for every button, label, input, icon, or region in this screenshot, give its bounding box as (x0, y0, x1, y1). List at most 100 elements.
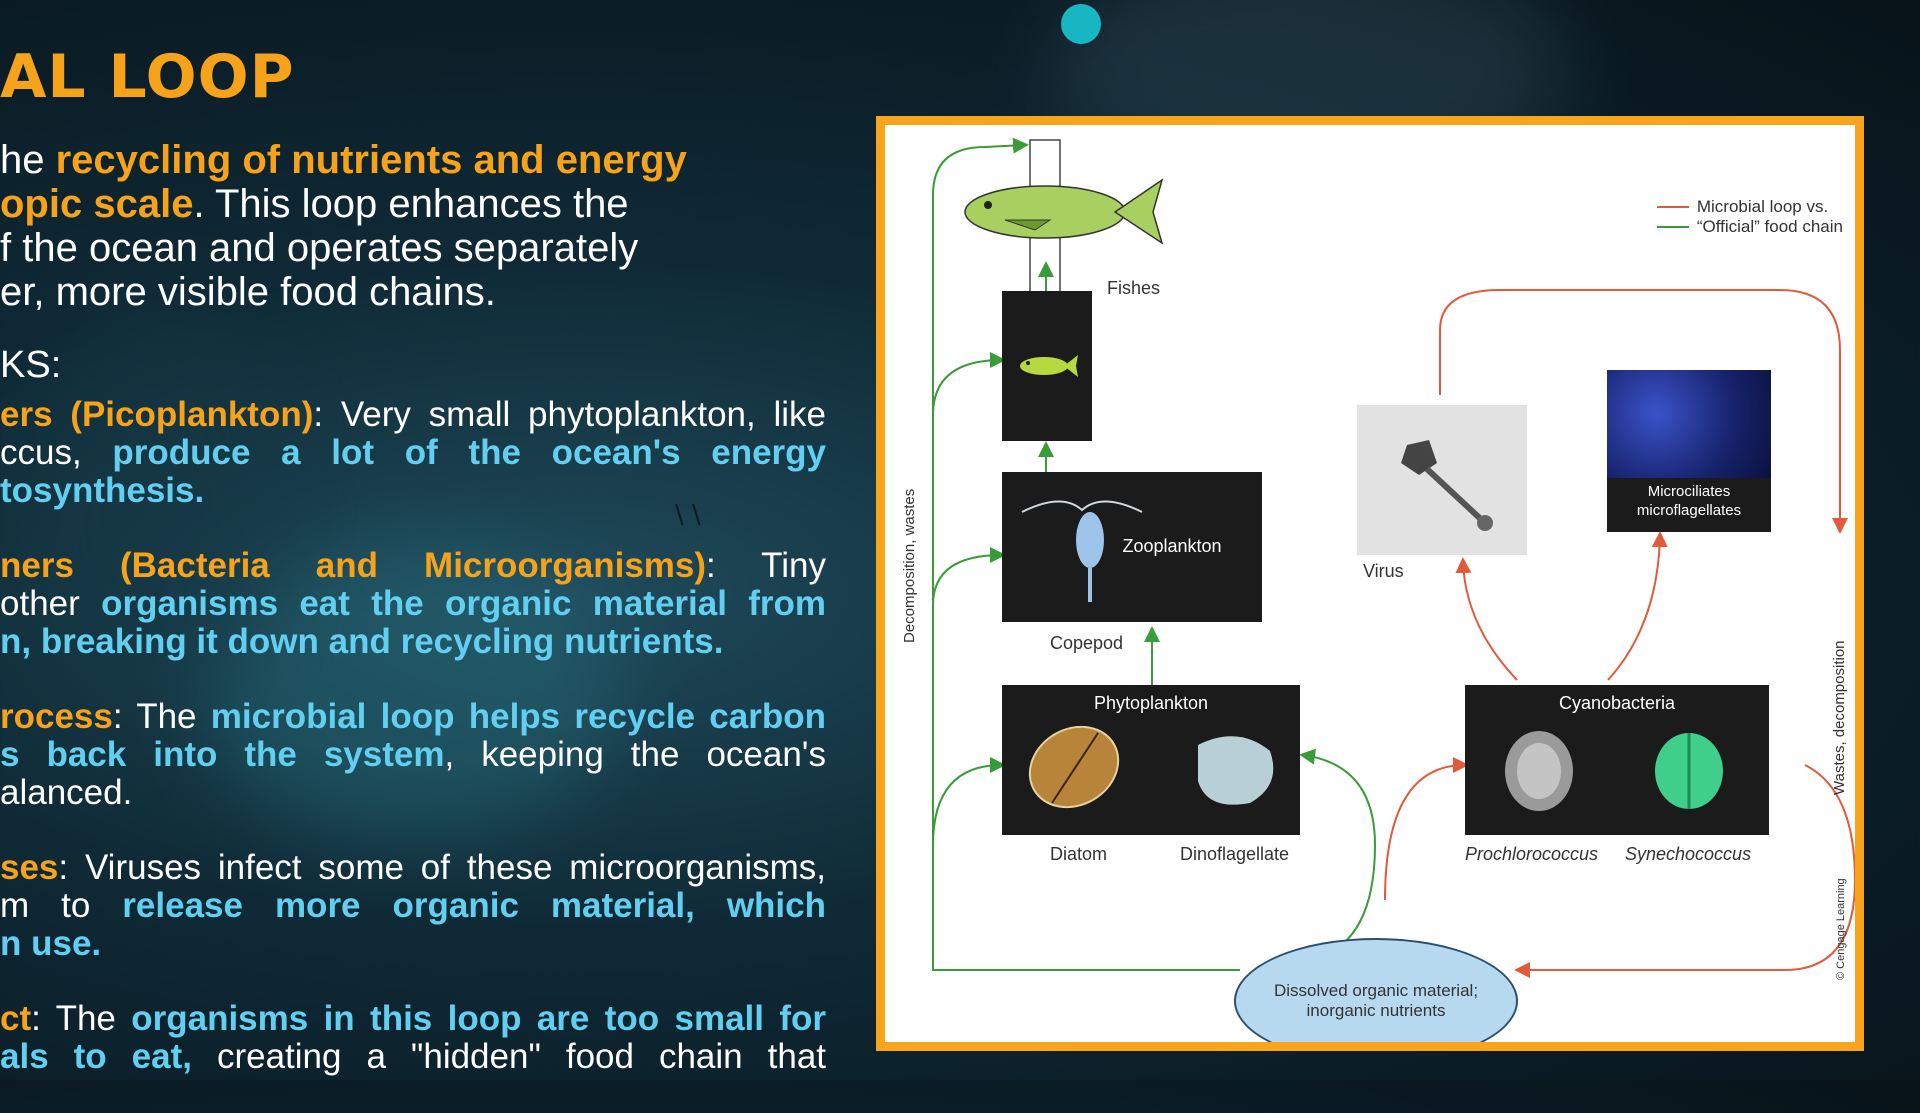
bullet-line: tosynthesis. (0, 472, 826, 510)
synechococcus-label: Synechococcus (1625, 844, 1752, 864)
bullet-line: als to eat, creating a "hidden" food cha… (0, 1038, 826, 1076)
zooplankton-panel: Zooplankton (1002, 472, 1262, 622)
cyanobacteria-panel: Cyanobacteria (1465, 685, 1769, 835)
highlight-cyan: produce a lot of the ocean's energy (112, 434, 826, 472)
diatom-label: Diatom (1050, 844, 1108, 864)
highlight-cyan: tosynthesis. (0, 472, 205, 510)
highlight-cyan: release more organic material, which (122, 887, 826, 925)
intro-line: er, more visible food chains. (0, 270, 745, 314)
text-span: : The (112, 698, 211, 736)
highlight-cyan: n use. (0, 925, 102, 963)
fishes-panel (1002, 291, 1092, 441)
microflagellates-label: microflagellates (1636, 502, 1742, 519)
diatom-dinoflagellate-icons (1028, 725, 1274, 809)
diagram-legend: Microbial loop vs. “Official” food chain (1656, 197, 1843, 237)
bullet-line: ners (Bacteria and Microorganisms): Tiny (0, 547, 826, 585)
intro-line: he recycling of nutrients and energy (0, 138, 745, 182)
bullet-item: ses: Viruses infect some of these microo… (0, 849, 826, 963)
highlight-cyan: microbial loop helps recycle carbon (210, 698, 826, 736)
text-span: other (0, 585, 102, 623)
background-glow (30, 300, 290, 720)
text-span: f the ocean and operates separately (0, 226, 639, 270)
fish-illustration (964, 178, 1164, 245)
right-axis-label: Wastes, decomposition (1831, 640, 1848, 795)
phytoplankton-panel: Phytoplankton (1002, 685, 1300, 835)
virus-panel (1357, 405, 1527, 555)
dissolved-line-2: inorganic nutrients (1306, 1001, 1446, 1020)
virus-icon (1401, 440, 1493, 531)
dinoflagellate-label: Dinoflagellate (1180, 844, 1290, 864)
copepod-label: Copepod (1050, 633, 1124, 653)
text-span: creating a "hidden" food chain that (191, 1038, 826, 1076)
virus-label: Virus (1363, 561, 1404, 581)
bullet-line: s back into the system, keeping the ocea… (0, 736, 826, 774)
bullet-item: ct: The organisms in this loop are too s… (0, 1000, 826, 1076)
cyanobacteria-icons (1505, 731, 1723, 811)
highlight-orange: opic scale (0, 182, 194, 226)
phytoplankton-label: Phytoplankton (1093, 693, 1209, 713)
legend-red-line (1656, 206, 1689, 208)
highlight-cyan: n, breaking it down and recycling nutrie… (0, 623, 724, 661)
zooplankton-label: Zooplankton (1122, 536, 1222, 556)
highlight-cyan: s back into the system (0, 736, 445, 774)
microciliates-image (1607, 370, 1771, 478)
diagram-arrows (932, 137, 1855, 978)
text-span: ccus, (0, 434, 113, 472)
fishes-label: Fishes (1107, 278, 1161, 298)
text-span: : The (31, 1000, 132, 1038)
bullet-line: n use. (0, 925, 826, 963)
bullet-line: other organisms eat the organic material… (0, 585, 826, 623)
bullet-line: ct: The organisms in this loop are too s… (0, 1000, 826, 1038)
text-span: he (0, 138, 56, 182)
microciliates-label: Microciliates (1647, 483, 1731, 500)
intro-line: opic scale. This loop enhances the (0, 182, 745, 226)
highlight-orange: ses (0, 849, 59, 887)
highlight-orange: rocess (0, 698, 113, 736)
bullet-line: ccus, produce a lot of the ocean's energ… (0, 434, 826, 472)
text-span: , keeping the ocean's (444, 736, 826, 774)
legend-green-label: “Official” food chain (1696, 217, 1843, 236)
bullet-line: n, breaking it down and recycling nutrie… (0, 623, 826, 661)
decorative-dot (1061, 4, 1101, 44)
highlight-orange: recycling of nutrients and energy (55, 138, 687, 182)
text-span: er, more visible food chains. (0, 270, 496, 314)
legend-green-line (1656, 226, 1689, 228)
bullet-list: ers (Picoplankton): Very small phytoplan… (0, 396, 826, 1113)
pen-stroke-mark: \ \ (675, 500, 701, 530)
bullet-item: rocess: The microbial loop helps recycle… (0, 698, 826, 812)
highlight-cyan: organisms in this loop are too small for (131, 1000, 826, 1038)
bullet-line: rocess: The microbial loop helps recycle… (0, 698, 826, 736)
bullet-line: ers (Picoplankton): Very small phytoplan… (0, 396, 826, 434)
microbial-loop-diagram: Microbial loop vs. “Official” food chain… (885, 125, 1855, 1042)
highlight-orange: ers (Picoplankton) (0, 396, 314, 434)
text-span: . This loop enhances the (193, 182, 629, 226)
highlight-cyan: organisms eat the organic material from (101, 585, 826, 623)
bullet-item: ners (Bacteria and Microorganisms): Tiny… (0, 547, 826, 661)
dissolved-nutrients-node: Dissolved organic material; inorganic nu… (1234, 938, 1518, 1042)
bullet-item: ers (Picoplankton): Very small phytoplan… (0, 396, 826, 510)
small-fish-icon (1020, 355, 1078, 377)
bullet-line: alanced. (0, 774, 826, 812)
legend-red-label: Microbial loop vs. (1696, 197, 1829, 216)
text-span: : Viruses infect some of these microorga… (58, 849, 826, 887)
microciliates-panel: Microciliates microflagellates (1607, 370, 1771, 532)
intro-line: f the ocean and operates separately (0, 226, 745, 270)
section-label: KS: (0, 344, 62, 386)
cyanobacteria-label: Cyanobacteria (1558, 693, 1676, 713)
dissolved-line-1: Dissolved organic material; (1273, 981, 1479, 1000)
slide-title: AL LOOP (0, 42, 295, 112)
left-axis-label: Decomposition, wastes (901, 488, 918, 643)
background-glow (200, 540, 620, 840)
prochlorococcus-label: Prochlorococcus (1465, 844, 1599, 864)
bullet-line: ses: Viruses infect some of these microo… (0, 849, 826, 887)
text-span: alanced. (0, 774, 133, 812)
bullet-line: m to release more organic material, whic… (0, 887, 826, 925)
text-span: m to (0, 887, 123, 925)
diagram-frame: Microbial loop vs. “Official” food chain… (876, 116, 1864, 1051)
credit-label: © Cengage Learning (1835, 878, 1847, 980)
text-span: : Very small phytoplankton, like (313, 396, 826, 434)
highlight-cyan: als to eat, (0, 1038, 192, 1076)
highlight-orange: ct (0, 1000, 32, 1038)
copepod-icon (1021, 500, 1143, 602)
